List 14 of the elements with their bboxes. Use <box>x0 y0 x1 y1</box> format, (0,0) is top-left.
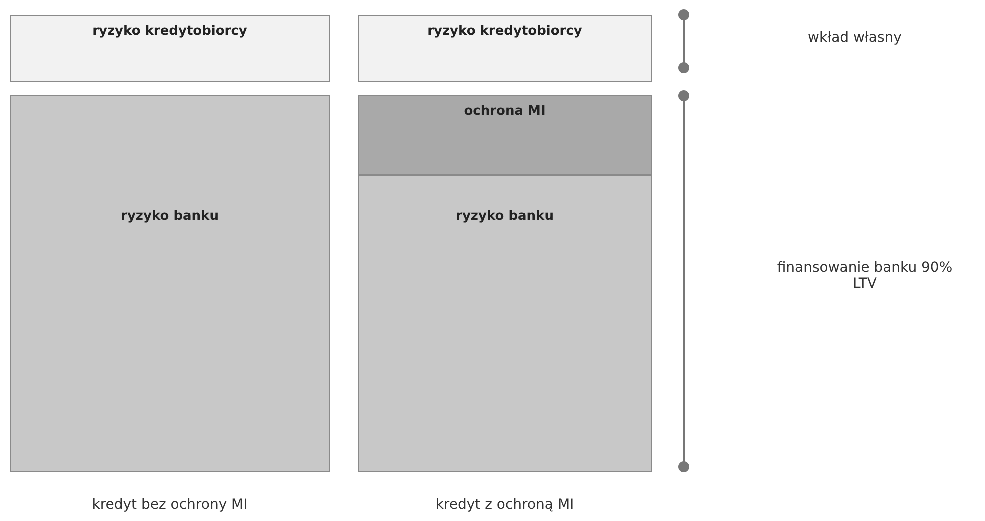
axis-label: wkład własny <box>807 30 903 46</box>
block-label: ryzyko kredytobiorcy <box>92 24 248 39</box>
stacked-block <box>358 15 652 82</box>
block-label: ryzyko banku <box>456 209 554 224</box>
stacked-block <box>10 15 330 82</box>
stacked-block <box>358 95 652 175</box>
block-label: ryzyko banku <box>121 209 219 224</box>
column-caption: kredyt z ochroną MI <box>434 497 576 513</box>
stacked-block <box>10 95 330 472</box>
stacked-block <box>358 175 652 472</box>
block-label: ochrona MI <box>464 104 546 119</box>
column-caption: kredyt bez ochrony MI <box>91 497 249 513</box>
axis-label: finansowanie banku 90% LTV <box>776 260 954 292</box>
block-label: ryzyko kredytobiorcy <box>428 24 582 39</box>
